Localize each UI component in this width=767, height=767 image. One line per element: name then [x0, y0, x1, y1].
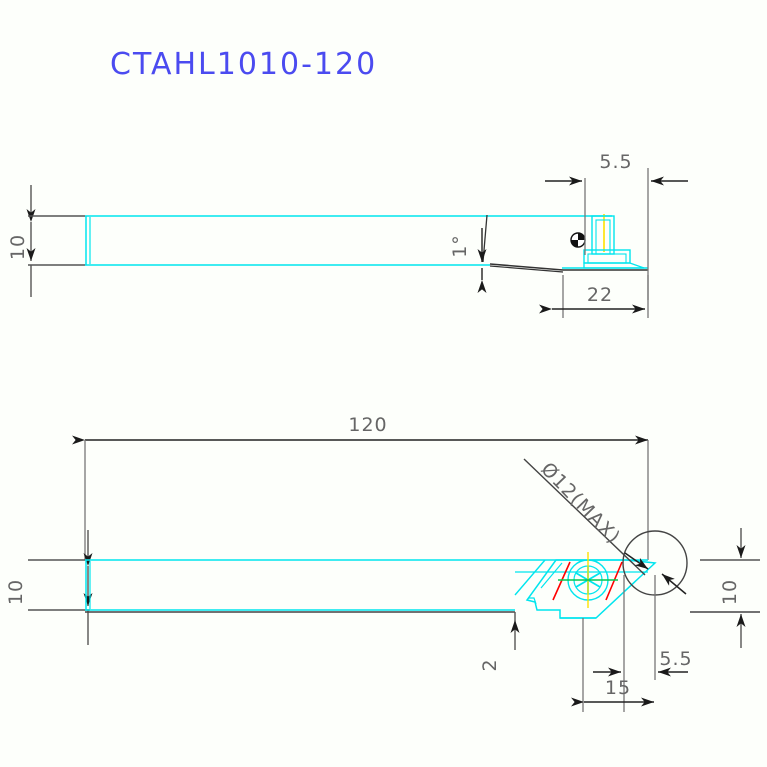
dim-offset-15: 15	[571, 677, 654, 707]
dim-head-width-5-5: 5.5	[545, 151, 688, 186]
dim-label-5-5-bottom: 5.5	[659, 648, 692, 670]
dim-label-10-side: 10	[7, 234, 29, 260]
dim-label-10-left: 10	[5, 579, 27, 605]
dim-side-height: 10	[7, 185, 85, 297]
side-view-insert-detail	[562, 214, 648, 269]
dim-offset-2: 2	[479, 612, 520, 672]
dim-label-120: 120	[348, 414, 387, 436]
dim-label-22: 22	[587, 284, 613, 306]
drawing-title: CTAHL1010-120	[110, 47, 377, 82]
dim-label-15: 15	[605, 677, 631, 699]
side-view-extension-lines	[562, 168, 649, 318]
dim-shank-width-right-10: 10	[690, 528, 760, 648]
side-view-relief-face	[489, 263, 648, 273]
side-view-shank	[85, 215, 612, 266]
insert-screw-icon	[558, 552, 618, 608]
screw-head-icon	[570, 232, 586, 248]
insert-cutting-edges	[552, 561, 623, 601]
dim-label-5-5-top: 5.5	[599, 151, 632, 173]
dim-head-length-22: 22	[539, 284, 645, 314]
plan-view-shank	[85, 559, 648, 613]
dim-offset-5-5: 5.5	[593, 648, 692, 677]
dim-clearance-angle: 1°	[449, 214, 488, 293]
dim-label-2: 2	[479, 658, 501, 671]
dim-shank-width-left-10: 10	[5, 530, 93, 645]
side-view-group: 10 1°	[7, 151, 688, 318]
dim-label-1deg: 1°	[449, 234, 471, 258]
plan-view-bottom-extensions	[582, 575, 656, 712]
dim-label-10-right: 10	[719, 579, 741, 605]
dim-overall-length-120: 120	[72, 414, 649, 560]
